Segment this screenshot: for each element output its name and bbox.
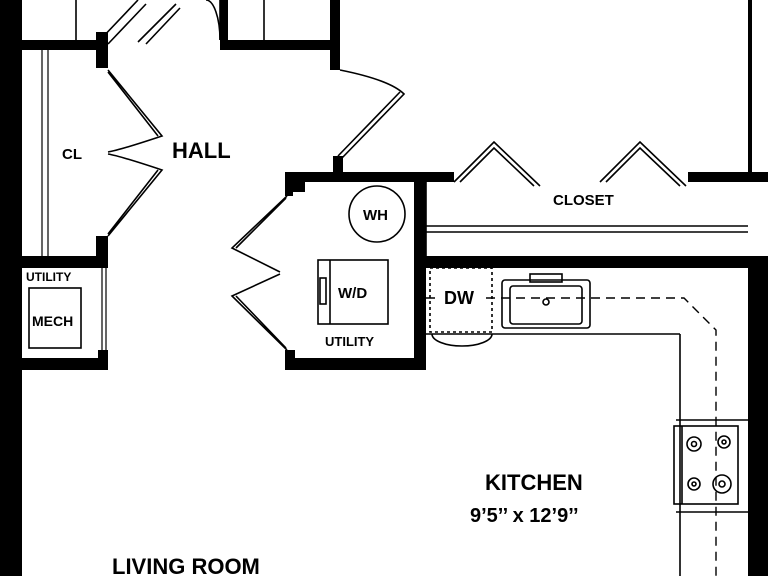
wall-closet-top-left xyxy=(420,172,454,182)
wall-top-center-stub xyxy=(220,0,228,50)
label-utility-center: UTILITY xyxy=(325,334,374,349)
closet-bifold-door xyxy=(107,69,164,153)
wall-hall-jamb-top xyxy=(96,32,108,68)
dishwasher-box xyxy=(429,267,493,333)
wall-right-lower xyxy=(748,256,768,576)
wall-top-left xyxy=(22,40,108,50)
wall-closet-top-right xyxy=(688,172,748,182)
burner-2-icon xyxy=(717,435,731,449)
wall-utility-left-top xyxy=(22,256,108,268)
hall-swing-door xyxy=(339,69,406,159)
closet-bifold-right xyxy=(599,140,687,187)
label-hall: HALL xyxy=(172,138,231,163)
burner-1-icon xyxy=(686,436,702,452)
wall-center-right xyxy=(414,172,426,370)
wall-top-center xyxy=(220,40,338,50)
upper-cabinet-line xyxy=(426,297,717,576)
label-closet-small: CL xyxy=(62,146,82,163)
label-utility-left: UTILITY xyxy=(26,270,71,284)
sink-faucet xyxy=(529,273,563,283)
wall-kitchen-top xyxy=(420,256,752,268)
water-heater-circle xyxy=(348,185,406,243)
label-water-heater: WH xyxy=(363,207,388,224)
wall-center-left-jamb xyxy=(285,182,293,196)
label-dishwasher: DW xyxy=(444,288,474,308)
label-living-room: LIVING ROOM xyxy=(112,554,260,576)
closet-bifold-left xyxy=(453,140,541,187)
label-washer-dryer: W/D xyxy=(338,285,367,302)
washer-dryer-unit xyxy=(317,259,389,325)
room-labels: HALL CL UTILITY MECH WH W/D UTILITY CLOS… xyxy=(26,138,614,576)
stove xyxy=(673,425,739,505)
label-mech: MECH xyxy=(32,313,73,329)
utility-bifold-door xyxy=(230,195,288,273)
wall-center-bottom-left xyxy=(285,350,295,370)
wall-utility-left-jamb xyxy=(98,350,108,370)
label-closet-large: CLOSET xyxy=(553,192,614,209)
wall-top-right-stub xyxy=(330,0,340,70)
wall-left-exterior xyxy=(0,0,22,576)
label-kitchen: KITCHEN xyxy=(485,470,583,495)
sink-outer xyxy=(501,279,591,329)
sink-inner xyxy=(509,285,583,325)
wall-utility-left-bottom xyxy=(22,358,108,370)
burner-4-icon xyxy=(712,474,732,494)
doors xyxy=(99,0,687,351)
door-top-left xyxy=(99,0,147,45)
wall-hall-door-jamb xyxy=(333,156,343,176)
wall-center-top xyxy=(285,172,425,182)
fixtures-lines xyxy=(28,0,748,576)
wall-center-bottom xyxy=(285,358,426,370)
mech-unit xyxy=(28,287,82,349)
label-kitchen-dims: 9’5’’ x 12’9’’ xyxy=(470,505,579,527)
wall-right-top xyxy=(748,0,752,182)
wall-right-mid xyxy=(748,172,768,182)
burner-3-icon xyxy=(687,477,701,491)
